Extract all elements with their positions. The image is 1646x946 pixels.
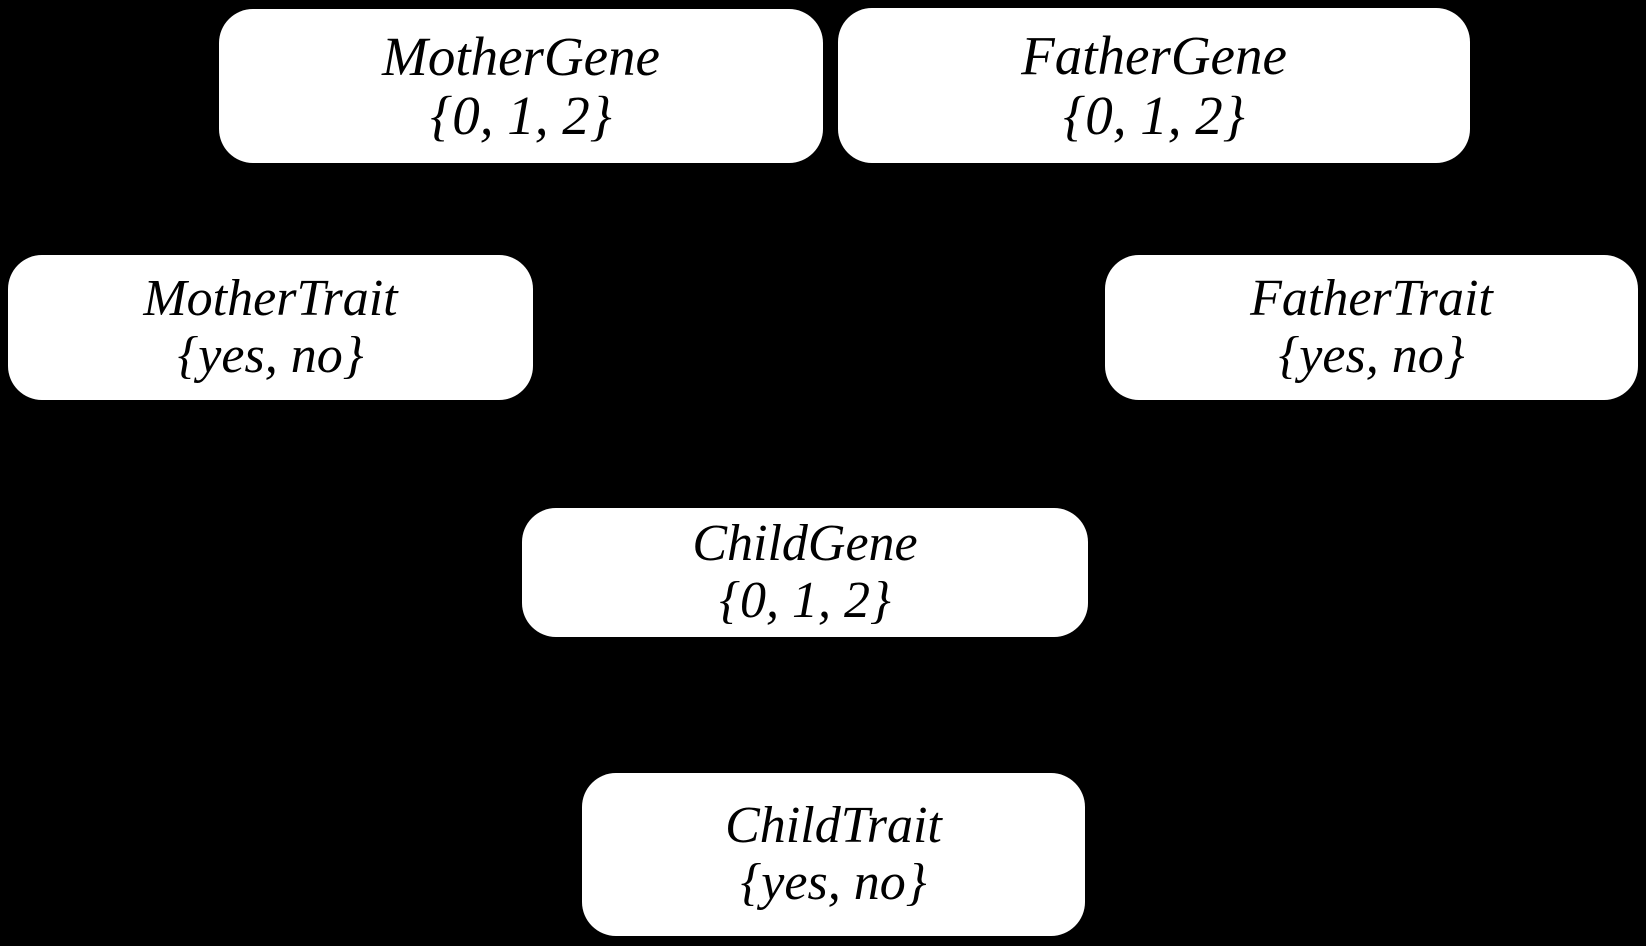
node-child-gene[interactable]: ChildGene {0, 1, 2} bbox=[522, 508, 1088, 637]
node-father-trait-domain: {yes, no} bbox=[1278, 326, 1465, 384]
node-father-gene-domain: {0, 1, 2} bbox=[1063, 84, 1245, 146]
node-child-trait-label: ChildTrait bbox=[725, 797, 942, 855]
node-mother-gene[interactable]: MotherGene {0, 1, 2} bbox=[219, 9, 823, 163]
node-child-gene-domain: {0, 1, 2} bbox=[719, 571, 891, 629]
node-father-gene-label: FatherGene bbox=[1021, 25, 1287, 87]
node-father-gene[interactable]: FatherGene {0, 1, 2} bbox=[838, 8, 1470, 163]
node-father-trait[interactable]: FatherTrait {yes, no} bbox=[1105, 255, 1638, 400]
node-mother-trait-label: MotherTrait bbox=[143, 270, 398, 328]
node-mother-trait[interactable]: MotherTrait {yes, no} bbox=[8, 255, 533, 400]
node-father-trait-label: FatherTrait bbox=[1250, 270, 1493, 328]
node-mother-gene-label: MotherGene bbox=[382, 25, 660, 87]
node-child-trait-domain: {yes, no} bbox=[740, 853, 927, 911]
node-mother-gene-domain: {0, 1, 2} bbox=[430, 85, 612, 146]
node-mother-trait-domain: {yes, no} bbox=[177, 326, 364, 384]
node-child-trait[interactable]: ChildTrait {yes, no} bbox=[582, 773, 1085, 936]
node-child-gene-label: ChildGene bbox=[692, 515, 918, 573]
